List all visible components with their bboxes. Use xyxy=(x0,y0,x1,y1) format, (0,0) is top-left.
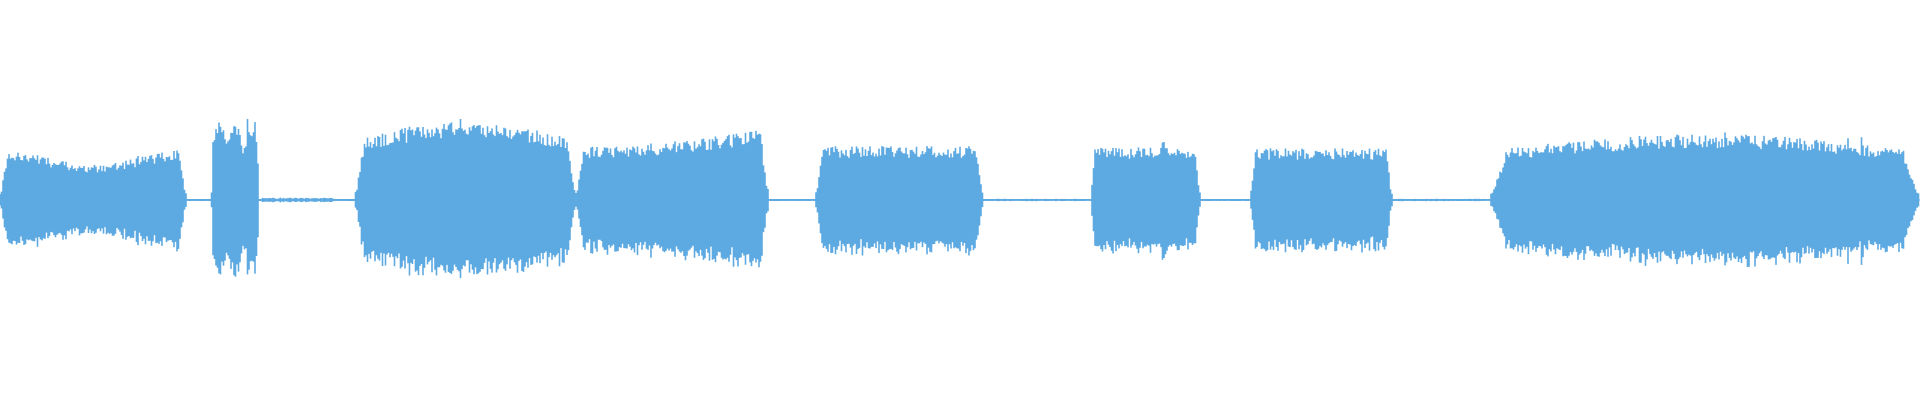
waveform-path xyxy=(0,119,1920,279)
waveform-bars xyxy=(0,119,1920,279)
